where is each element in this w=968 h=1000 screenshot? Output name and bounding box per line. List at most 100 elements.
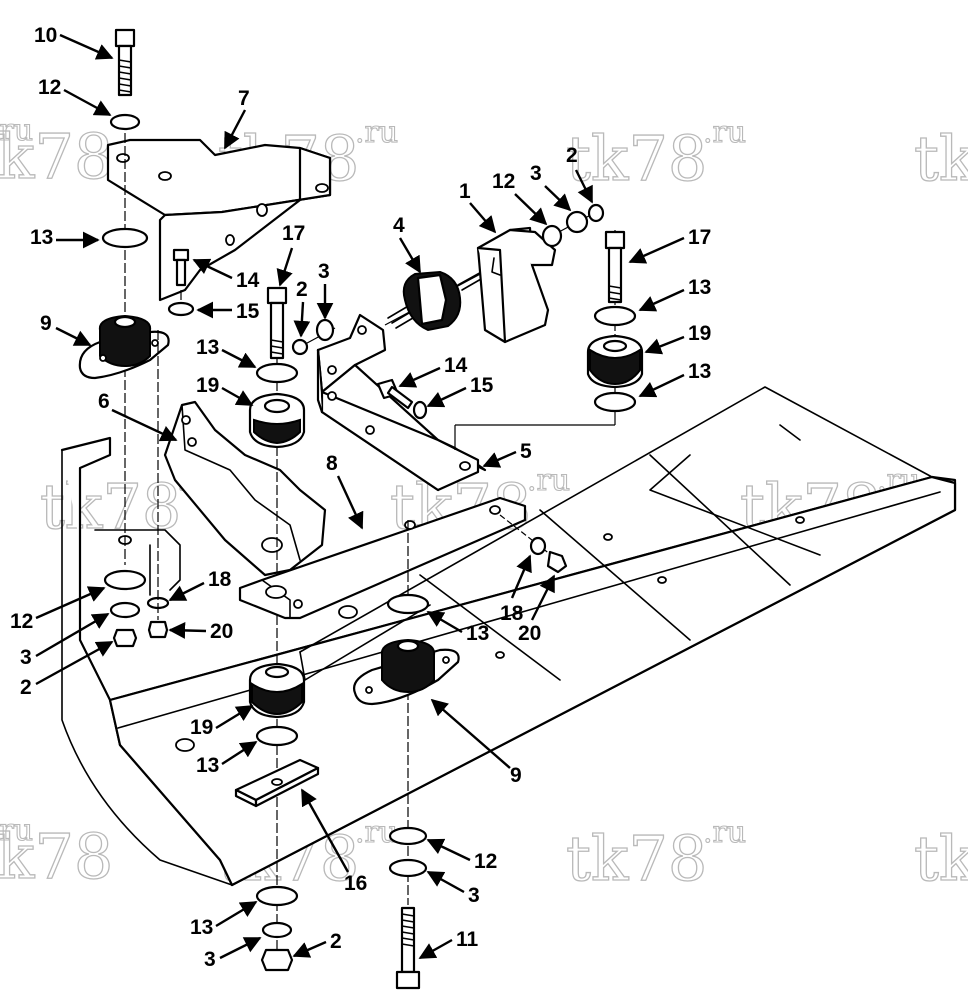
washer-12-top — [109, 113, 141, 131]
callout-17: 17 — [282, 222, 305, 245]
callout-12: 12 — [492, 170, 515, 193]
isolator-19-lower-left — [248, 662, 306, 719]
rail-hole — [175, 738, 195, 752]
callout-18: 18 — [208, 568, 232, 591]
callout-9: 9 — [40, 312, 52, 335]
callout-3: 3 — [530, 162, 542, 185]
small-bracket — [94, 529, 181, 596]
rail-hole — [795, 516, 805, 524]
callout-18: 18 — [500, 602, 524, 625]
rail-hole — [495, 651, 505, 659]
washer-13-f — [593, 391, 637, 413]
washer-13-b — [255, 362, 299, 384]
callout-1: 1 — [459, 180, 471, 203]
watermark-suffix: .ru — [527, 463, 570, 498]
callout-8: 8 — [326, 452, 338, 475]
washer-13-d — [255, 885, 299, 907]
engine-mount-4 — [384, 209, 601, 332]
nut-2-d — [260, 948, 294, 972]
nut-20-right — [546, 550, 568, 574]
callout-14: 14 — [236, 269, 260, 292]
callout-13: 13 — [190, 916, 213, 939]
watermark-main: tk78 — [914, 122, 968, 195]
callout-4: 4 — [393, 214, 405, 237]
callout-13: 13 — [688, 276, 711, 299]
center-small-hardware — [291, 318, 336, 356]
callout-11: 11 — [456, 928, 479, 951]
washer-13-top-left — [101, 227, 149, 249]
washer-13-c — [255, 725, 299, 747]
callout-2: 2 — [20, 676, 32, 699]
watermark-main: tk78 — [914, 822, 968, 895]
watermark-1: tk78 .ru — [0, 112, 114, 193]
bolt-17-right — [604, 230, 626, 304]
top-right-washers — [541, 203, 605, 248]
callout-15: 15 — [236, 300, 260, 323]
callout-3: 3 — [20, 646, 32, 669]
rail-hole — [657, 576, 667, 584]
washer-15 — [167, 301, 195, 317]
callout-19: 19 — [688, 322, 711, 345]
callout-13: 13 — [688, 360, 711, 383]
watermark-suffix: .ru — [355, 115, 398, 150]
callout-9: 9 — [510, 764, 522, 787]
callout-7: 7 — [238, 87, 250, 110]
nut-2-right — [587, 203, 605, 223]
bracket-8 — [238, 496, 527, 620]
washer-12-right — [541, 224, 563, 248]
plate-16 — [234, 758, 320, 808]
isolator-19-right — [586, 334, 644, 389]
washer-3-e — [388, 858, 428, 878]
callout-14: 14 — [444, 354, 468, 377]
washer-13-g — [386, 593, 430, 615]
watermark-4: tk78 — [913, 121, 968, 195]
bolt-10 — [114, 28, 136, 97]
callout-3: 3 — [318, 260, 330, 283]
lower-center-stack — [353, 520, 460, 990]
bracket-7 — [106, 138, 332, 302]
rail-hole — [603, 533, 613, 541]
left-hardware-stack — [78, 28, 195, 648]
watermark-3: tk78 .ru — [565, 114, 746, 195]
washer-3-center — [315, 318, 335, 342]
bracket-5 — [316, 313, 487, 492]
watermark-suffix: .ru — [0, 813, 33, 848]
washer-15-center — [412, 400, 428, 420]
callout-17: 17 — [688, 226, 711, 249]
bolt-17-left — [266, 286, 288, 360]
callout-19: 19 — [196, 374, 219, 397]
callout-2: 2 — [330, 930, 342, 953]
callout-15: 15 — [470, 374, 494, 397]
isolator-19-upper-left — [248, 392, 306, 449]
bolt-11 — [395, 906, 421, 990]
callout-12: 12 — [474, 850, 497, 873]
callout-13: 13 — [30, 226, 53, 249]
watermark-10: tk78 .ru — [565, 814, 746, 895]
watermark-8: tk78 .ru — [0, 812, 114, 893]
watermark-main: tk78 — [566, 122, 707, 195]
washer-13-e — [593, 305, 637, 327]
callout-2: 2 — [566, 144, 578, 167]
washer-18-right — [529, 536, 547, 556]
callout-13: 13 — [466, 622, 489, 645]
nut-2-center — [291, 338, 309, 356]
callout-12: 12 — [38, 76, 61, 99]
nut-2-lower — [112, 628, 138, 648]
mount-9-upper — [78, 314, 170, 380]
washer-12-lower — [103, 569, 147, 591]
center-left-stack — [234, 286, 527, 972]
callout-2: 2 — [296, 278, 308, 301]
callout-13: 13 — [196, 336, 219, 359]
watermark-main: tk78 — [0, 820, 113, 893]
callout-3: 3 — [468, 884, 480, 907]
callout-20: 20 — [210, 620, 233, 643]
watermark-suffix: .ru — [703, 115, 746, 150]
watermark-suffix: .ru — [703, 815, 746, 850]
washer-12-e — [388, 826, 428, 846]
bracket-1 — [476, 226, 557, 344]
mount-9-lower — [353, 638, 460, 706]
callout-3: 3 — [204, 948, 216, 971]
watermark-11: tk78 — [913, 821, 968, 895]
callouts: 10 12 7 13 14 15 9 17 2 3 13 19 — [10, 24, 711, 971]
callout-6: 6 — [98, 390, 110, 413]
